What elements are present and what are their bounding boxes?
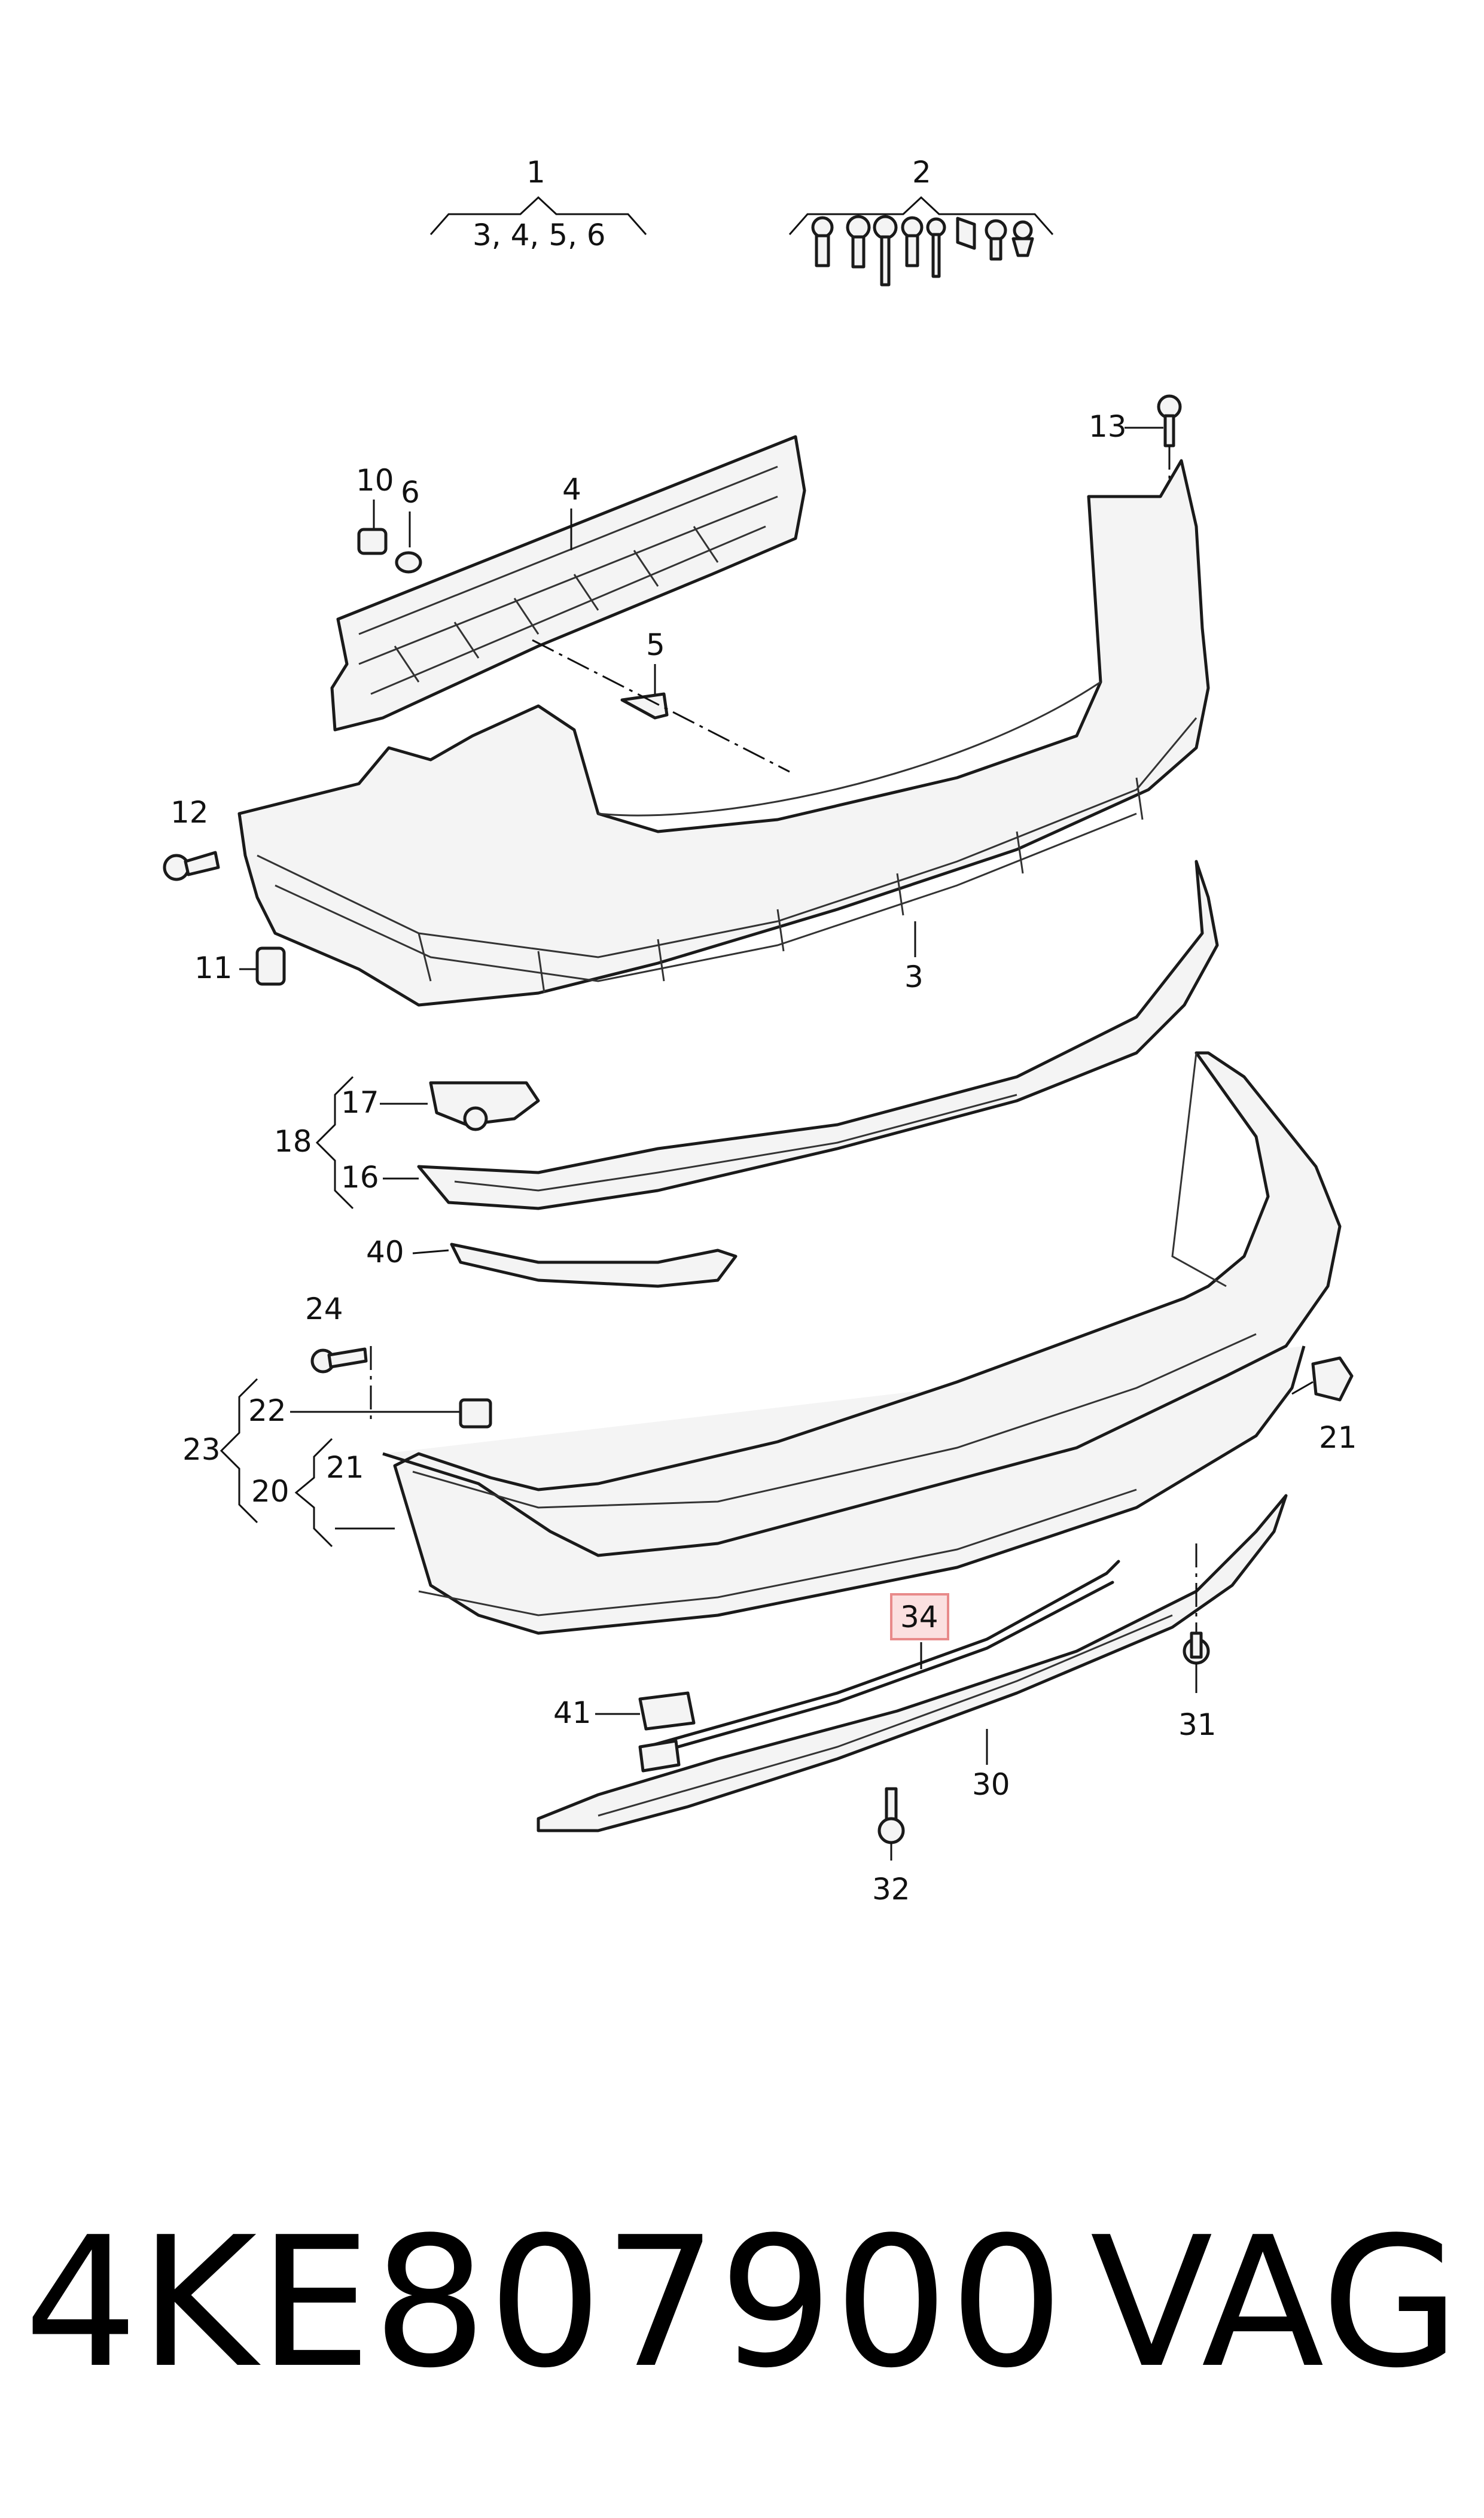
part-11-clip: 11 [194,946,286,986]
part-4-carrier-bracket: 4 [330,435,806,732]
callout-4: 4 [562,472,581,507]
callout-5: 5 [646,628,665,662]
part-21-cap-right: 21 [1291,1356,1357,1455]
callout-group-18: 18 [274,1076,354,1210]
callout-12: 12 [170,795,209,830]
part-16-lower-grille-carrier: 16 [341,860,1219,1210]
part-12-screw: 12 [163,795,220,881]
callout-16: 16 [341,1160,379,1195]
callout-20: 20 [251,1474,290,1509]
callout-40: 40 [366,1235,404,1269]
callout-1-sublist: 3, 4, 5, 6 [473,218,606,252]
part-32-screw: 32 [872,1787,910,1907]
part-20-lower-bumper-panel [382,1051,1342,1635]
callout-17: 17 [341,1085,379,1120]
callout-group-20: 20 21 [251,1438,395,1548]
callout-34: 34 [900,1600,938,1634]
callout-6: 6 [401,475,420,510]
part-5-screw: 5 [620,628,669,720]
callout-18: 18 [274,1124,312,1159]
part-number: 4KE807900 [24,2199,1065,2407]
callout-11: 11 [194,951,233,985]
callout-group-1: 1 3, 4, 5, 6 [429,155,647,252]
callout-group-2: 2 [788,155,1054,287]
callout-2: 2 [912,155,931,190]
part-31-screw: 31 [1178,1543,1217,1742]
part-40-trim-strip: 40 [366,1235,738,1288]
callout-10: 10 [356,463,394,498]
part-10-nut: 10 [356,463,394,555]
part-34-trim-strip: 34 [644,1560,1120,1758]
callout-34-highlight [890,1593,949,1640]
part-41-connector: 41 [553,1691,696,1773]
callout-23: 23 [182,1432,221,1467]
part-30-diffuser: 30 [537,1494,1288,1832]
callout-13: 13 [1089,409,1127,444]
callout-24: 24 [305,1292,343,1326]
callout-22: 22 [248,1393,287,1428]
part-24-screw: 24 [305,1292,368,1374]
part-6-washer: 6 [395,475,422,574]
brand-name: VAG [1090,2199,1460,2407]
part-22-bracket: 22 [248,1393,492,1429]
callout-31: 31 [1178,1707,1217,1742]
callout-group-23: 23 [182,1378,258,1524]
fastener-set-icon [811,215,1034,287]
callout-1: 1 [526,155,546,190]
callout-21-right: 21 [1319,1420,1357,1455]
callout-21-left: 21 [326,1450,364,1485]
callout-41: 41 [553,1695,592,1730]
callout-32: 32 [872,1872,910,1907]
part-17-bracket: 17 [341,1081,540,1131]
part-3-bumper-cover: 3 [237,459,1210,1007]
callout-30: 30 [972,1767,1010,1802]
callout-3: 3 [904,960,924,994]
part-13-screw: 13 [1089,394,1182,447]
